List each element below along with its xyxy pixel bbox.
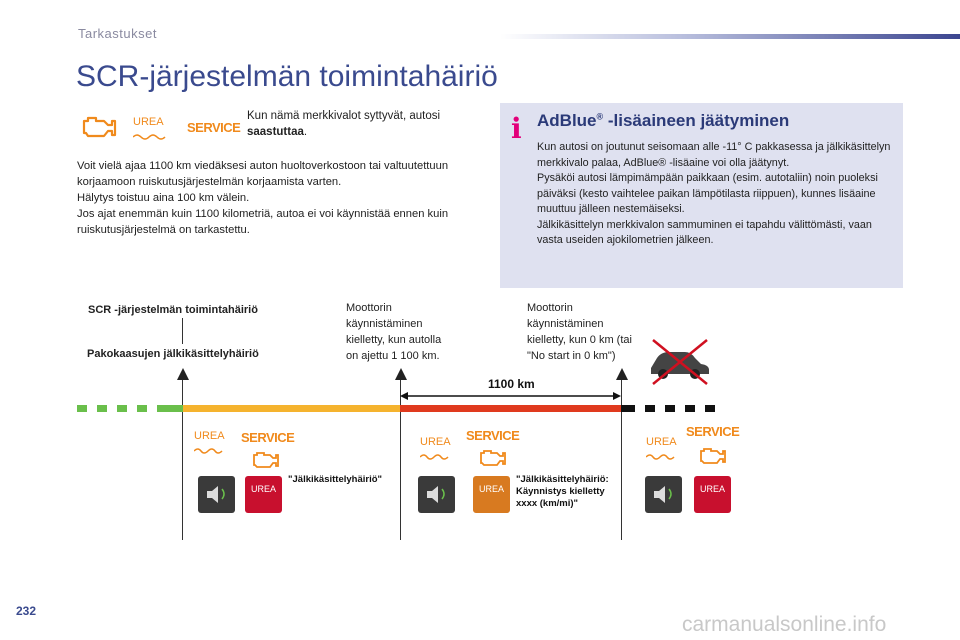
up-arrow-icon (616, 368, 628, 380)
no-start-car-icon (651, 339, 709, 385)
scr-label: SCR -järjestelmän toimintahäiriö (88, 304, 258, 316)
up-arrow-icon (395, 368, 407, 380)
timeline-dash (117, 405, 127, 412)
right-label: Moottorin käynnistäminen kielletty, kun … (527, 302, 632, 362)
info-text: Kun autosi on joutunut seisomaan alle -1… (537, 140, 892, 249)
watermark: carmanualsonline.info (682, 613, 887, 636)
info-paragraph: Kun autosi on joutunut seisomaan alle -1… (537, 141, 891, 169)
distance-arrow-icon (400, 392, 621, 400)
urea-indicator: UREA (645, 436, 677, 466)
urea-indicator: UREA (419, 436, 451, 466)
timeline-dash (77, 405, 87, 412)
wave-icon (645, 454, 675, 460)
timeline-marker (400, 380, 401, 540)
timeline-red (400, 405, 621, 412)
distance-label: 1100 km (488, 377, 535, 391)
info-paragraph: Jälkikäsittelyn merkkivalon sammuminen e… (537, 218, 872, 247)
service-indicator: SERVICE (686, 424, 740, 439)
header-rule (500, 34, 960, 39)
timeline-marker (621, 380, 622, 540)
page-title: SCR-järjestelmän toimintahäiriö (76, 60, 498, 93)
info-paragraph: Pysäköi autosi lämpimämpään paikkaan (es… (537, 172, 878, 215)
timeline-dash (665, 405, 675, 412)
message-2: "Jälkikäsittelyhäiriö: Käynnistys kielle… (516, 474, 609, 509)
timeline-dash (137, 405, 147, 412)
speaker-icon (645, 476, 682, 513)
body-paragraph: Voit vielä ajaa 1100 km viedäksesi auton… (77, 160, 449, 188)
service-indicator: SERVICE (466, 428, 520, 443)
urea-indicator: UREA (193, 430, 225, 460)
mid-label: Moottorin käynnistäminen kielletty, kun … (346, 302, 442, 362)
urea-indicator: UREA (132, 116, 167, 146)
timeline-black (621, 405, 635, 412)
urea-red-indicator: UREA (694, 476, 731, 513)
body-paragraph: Jos ajat enemmän kuin 1100 kilometriä, a… (77, 208, 449, 236)
urea-amber-indicator: UREA (473, 476, 510, 513)
page-number: 232 (16, 604, 37, 618)
speaker-icon (418, 476, 455, 513)
intro-text: Kun nämä merkkivalot syttyvät, autosi sa… (247, 110, 441, 138)
engine-warning-icon (700, 448, 726, 464)
section-header: Tarkastukset (78, 26, 157, 41)
up-arrow-icon (177, 368, 189, 380)
timeline-dash (705, 405, 715, 412)
engine-warning-icon (82, 116, 117, 138)
exhaust-label: Pakokaasujen jälkikäsittelyhäiriö (87, 348, 259, 360)
service-indicator: SERVICE (187, 120, 241, 135)
body-text: Voit vielä ajaa 1100 km viedäksesi auton… (77, 158, 477, 238)
wave-icon (193, 448, 223, 454)
timeline-dash (645, 405, 655, 412)
timeline-orange (183, 405, 400, 412)
info-box (500, 103, 903, 288)
engine-warning-icon (480, 450, 506, 466)
message-1: "Jälkikäsittelyhäiriö" (288, 474, 383, 485)
engine-warning-icon (253, 452, 279, 468)
timeline-green (157, 405, 183, 412)
wave-icon (419, 454, 449, 460)
connector-line (182, 318, 183, 344)
info-title: AdBlue® -lisäaineen jäätyminen (537, 111, 790, 130)
service-indicator: SERVICE (241, 430, 295, 445)
wave-icon (132, 134, 166, 140)
body-paragraph: Hälytys toistuu aina 100 km välein. (77, 192, 250, 204)
info-icon: i (511, 112, 522, 145)
timeline-marker (182, 380, 183, 540)
speaker-icon (198, 476, 235, 513)
urea-red-indicator: UREA (245, 476, 282, 513)
timeline-dash (685, 405, 695, 412)
timeline-dash (97, 405, 107, 412)
